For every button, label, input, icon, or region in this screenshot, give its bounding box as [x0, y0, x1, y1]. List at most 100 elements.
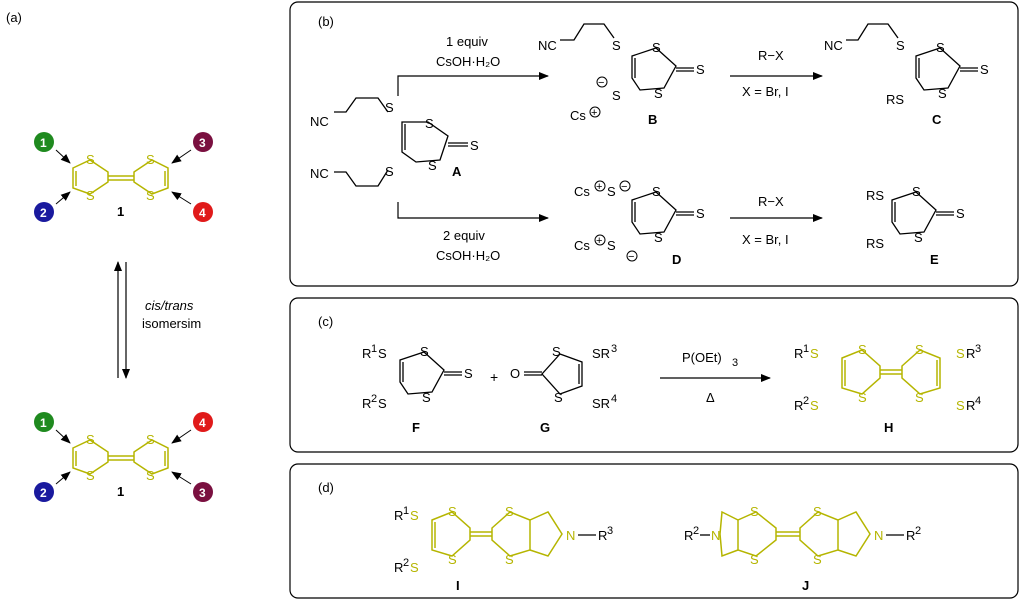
panel-label-a: (a) — [6, 10, 22, 25]
atom-o: O — [510, 366, 520, 381]
reagent-rx-top: R−X — [758, 48, 784, 63]
panel-label-c: (c) — [318, 314, 333, 329]
isomerism-arrows: cis/trans isomersim — [114, 261, 201, 379]
reagent-peto: P(OEt) — [682, 350, 722, 365]
atom-nc: NC — [310, 114, 329, 129]
reagent-bottom-line2: CsOH·H₂O — [436, 248, 500, 263]
atom-s: S — [612, 88, 621, 103]
atom-s: S — [938, 86, 947, 101]
reagent-xbr-top: X = Br, I — [742, 84, 789, 99]
atom-s: S — [696, 206, 705, 221]
atom-s: S — [654, 230, 663, 245]
compound-g: O S S SR 3 SR 4 G — [510, 343, 617, 435]
atom-s: S — [86, 432, 95, 447]
compound-label-b: B — [648, 112, 657, 127]
sup-2: 2 — [915, 525, 921, 537]
atom-s: S — [464, 366, 473, 381]
atom-s: S — [505, 552, 514, 567]
compound-f: S S S R 1 S R 2 S F — [362, 343, 473, 435]
atom-s: S — [448, 552, 457, 567]
compound-label-f: F — [412, 420, 420, 435]
sup-1: 1 — [371, 343, 377, 355]
sup-2: 2 — [403, 557, 409, 569]
atom-sr: SR — [592, 396, 610, 411]
reagent-rx-bottom: R−X — [758, 194, 784, 209]
atom-rs: RS — [866, 236, 884, 251]
atom-s: S — [554, 390, 563, 405]
compound-b: S S S S S NC − Cs + B — [538, 23, 705, 127]
atom-cs: Cs — [574, 238, 590, 253]
atom-rs: RS — [886, 92, 904, 107]
compound-c: S S S S NC RS C — [824, 23, 989, 127]
reagent-top-line1: 1 equiv — [446, 34, 488, 49]
atom-s: S — [607, 184, 616, 199]
compound-label-1: 1 — [117, 204, 124, 219]
atom-s: S — [146, 468, 155, 483]
atom-s: S — [915, 390, 924, 405]
panel-b-frame — [289, 1, 1019, 287]
atom-s: S — [422, 390, 431, 405]
atom-s: S — [652, 184, 661, 199]
atom-n: N — [566, 528, 575, 543]
atom-nc: NC — [310, 166, 329, 181]
atom-n: N — [874, 528, 883, 543]
atom-s: S — [810, 346, 819, 361]
compound-j: R 2 N S S S S N R 2 J — [684, 504, 921, 593]
position-3-marker: 3 — [199, 136, 206, 150]
atom-s: S — [956, 398, 965, 413]
ttf-bottom: S S S S 1 — [72, 432, 169, 499]
sup-4: 4 — [975, 395, 981, 407]
atom-s: S — [810, 398, 819, 413]
atom-s: S — [146, 152, 155, 167]
atom-r: R — [394, 508, 403, 523]
atom-s: S — [915, 342, 924, 357]
atom-s: S — [505, 504, 514, 519]
charge-negative: − — [628, 251, 634, 263]
compound-label-1: 1 — [117, 484, 124, 499]
atom-s: S — [425, 116, 434, 131]
atom-s: S — [86, 468, 95, 483]
panel-label-d: (d) — [318, 480, 334, 495]
sup-2: 2 — [693, 525, 699, 537]
compound-label-a: A — [452, 164, 462, 179]
atom-r: R — [598, 528, 607, 543]
atom-s: S — [858, 390, 867, 405]
charge-positive: + — [591, 107, 597, 119]
atom-s: S — [410, 508, 419, 523]
position-4-marker: 4 — [199, 206, 206, 220]
position-markers-bottom: 1 2 4 3 — [34, 412, 213, 502]
atom-s: S — [858, 342, 867, 357]
charge-positive: + — [596, 181, 602, 193]
atom-s: S — [448, 504, 457, 519]
compound-label-c: C — [932, 112, 942, 127]
charge-positive: + — [596, 235, 602, 247]
atom-s: S — [420, 344, 429, 359]
compound-label-g: G — [540, 420, 550, 435]
atom-s: S — [612, 38, 621, 53]
compound-label-e: E — [930, 252, 939, 267]
atom-s: S — [428, 158, 437, 173]
atom-s: S — [146, 188, 155, 203]
compound-label-d: D — [672, 252, 681, 267]
isomerism-label-line1: cis/trans — [145, 298, 194, 313]
atom-r: R — [794, 398, 803, 413]
atom-s: S — [410, 560, 419, 575]
arrow-a-to-d — [397, 202, 549, 222]
sup-1: 1 — [403, 505, 409, 517]
sup-3: 3 — [975, 343, 981, 355]
panel-label-b: (b) — [318, 14, 334, 29]
atom-s: S — [86, 188, 95, 203]
sup-2: 2 — [803, 395, 809, 407]
atom-r: R — [794, 346, 803, 361]
atom-s: S — [896, 38, 905, 53]
atom-s: S — [813, 552, 822, 567]
compound-i: S S S S N R 3 R 1 S R 2 S I — [394, 504, 613, 593]
compound-a: S S S S S NC NC A — [310, 97, 479, 187]
atom-s: S — [980, 62, 989, 77]
ttf-top: S S S S 1 — [72, 152, 169, 219]
position-markers-top: 1 2 3 4 — [34, 132, 213, 222]
charge-negative: − — [598, 77, 604, 89]
sup-3: 3 — [607, 525, 613, 537]
charge-negative: − — [621, 181, 627, 193]
atom-s: S — [385, 164, 394, 179]
